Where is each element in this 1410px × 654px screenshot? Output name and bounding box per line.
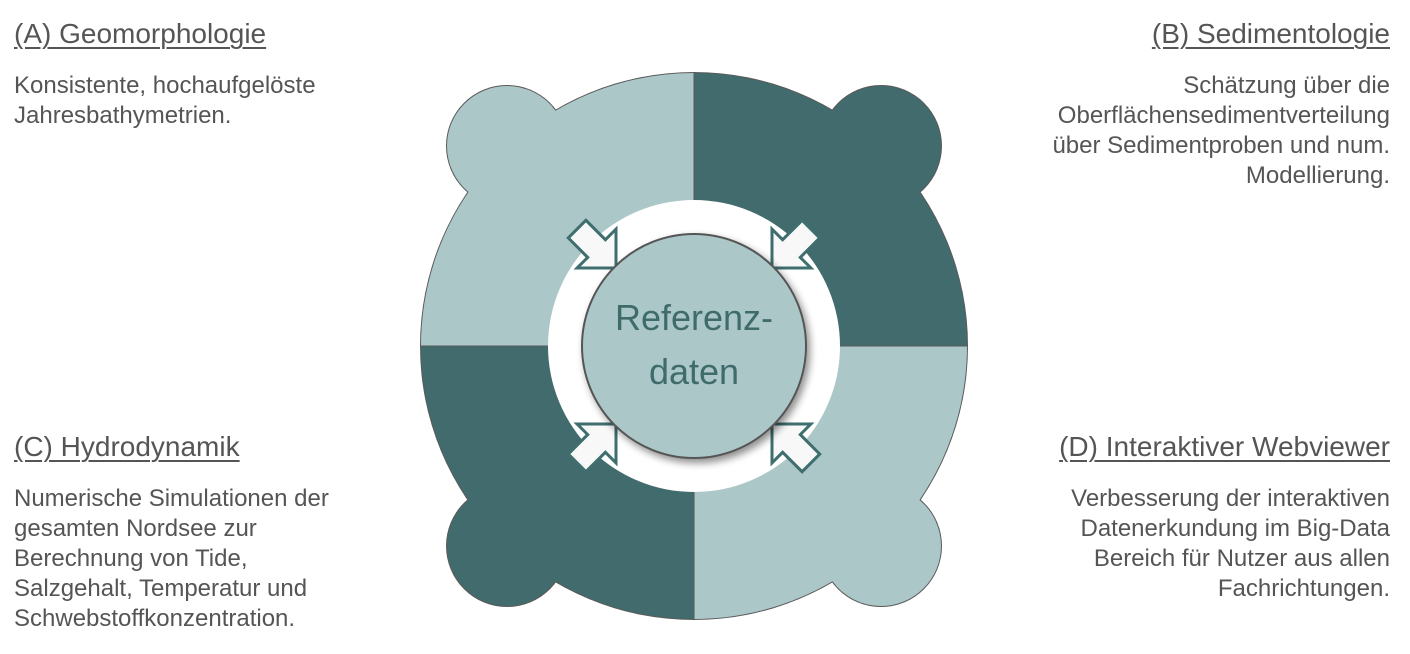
center-circle — [581, 233, 807, 459]
section-sedimentologie: (B) Sedimentologie Schätzung über die Ob… — [990, 17, 1390, 191]
description-line: Berechnung von Tide, — [14, 545, 248, 572]
description-line: Numerische Simulationen der — [14, 485, 329, 512]
description-line: gesamten Nordsee zur — [14, 515, 257, 542]
section-heading: (C) Hydrodynamik — [14, 431, 240, 462]
arrow-from-geomorphologie-icon — [566, 218, 618, 270]
arrow-from-webviewer-icon — [770, 422, 822, 474]
description-line: Schätzung über die — [1183, 72, 1390, 99]
section-hydrodynamik: (C) Hydrodynamik Numerische Simulationen… — [14, 430, 414, 634]
arrow-from-hydrodynamik-icon — [566, 422, 618, 474]
section-description: Konsistente, hochaufgelöste Jahresbathym… — [14, 71, 414, 131]
section-heading: (A) Geomorphologie — [14, 18, 267, 49]
description-line: über Sedimentproben und num. — [1052, 132, 1390, 159]
description-line: Oberflächensedimentverteilung — [1057, 102, 1390, 129]
description-line: Fachrichtungen. — [1217, 575, 1390, 602]
center-label-line1: Referenz- — [615, 297, 773, 338]
arrows-group — [566, 218, 822, 474]
section-description: Verbesserung der interaktiven Datenerkun… — [990, 484, 1390, 604]
description-line: Konsistente, hochaufgelöste — [14, 72, 316, 99]
section-webviewer: (D) Interaktiver Webviewer Verbesserung … — [990, 430, 1390, 604]
arrow-from-sedimentologie-icon — [770, 218, 822, 270]
description-line: Jahresbathymetrien. — [14, 102, 232, 129]
section-description: Schätzung über die Oberflächensedimentve… — [990, 71, 1390, 191]
description-line: Datenerkundung im Big-Data — [1080, 515, 1390, 542]
description-line: Schwebstoffkonzentration. — [14, 605, 296, 632]
center-label-line2: daten — [649, 351, 739, 392]
description-line: Bereich für Nutzer aus allen — [1093, 545, 1390, 572]
description-line: Salzgehalt, Temperatur und — [14, 575, 308, 602]
section-description: Numerische Simulationen der gesamten Nor… — [14, 484, 414, 634]
section-geomorphologie: (A) Geomorphologie Konsistente, hochaufg… — [14, 17, 414, 131]
section-heading: (B) Sedimentologie — [1151, 18, 1390, 49]
description-line: Verbesserung der interaktiven — [1071, 485, 1390, 512]
description-line: Modellierung. — [1245, 162, 1390, 189]
section-heading: (D) Interaktiver Webviewer — [1059, 431, 1390, 462]
